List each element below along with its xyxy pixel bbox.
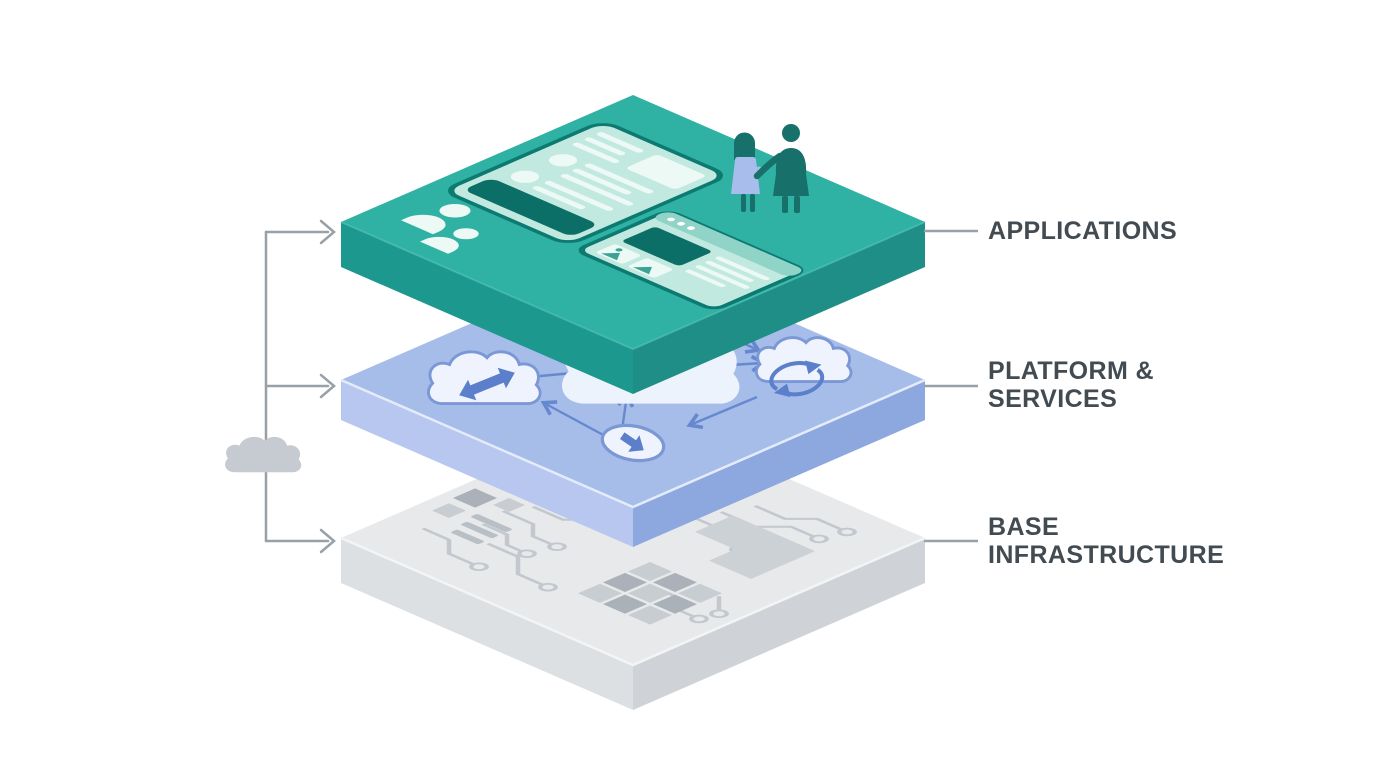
user-group-icon [401, 203, 479, 254]
label-connector-lines [924, 229, 978, 543]
label-line: BASE [988, 513, 1060, 541]
cloud-icon [225, 436, 302, 473]
label-line: APPLICATIONS [988, 217, 1178, 245]
woman-figure [731, 132, 763, 212]
label-line: INFRASTRUCTURE [988, 541, 1225, 569]
label-platform-services: PLATFORM & SERVICES [988, 357, 1154, 413]
arrow-head-icon [319, 373, 336, 399]
left-bracket-connector [264, 219, 336, 554]
label-applications: APPLICATIONS [988, 217, 1177, 245]
cloud-sync-icon [754, 336, 853, 398]
label-base-infrastructure: BASE INFRASTRUCTURE [988, 513, 1224, 569]
man-figure [753, 124, 809, 213]
arrow-head-icon [319, 219, 336, 245]
app-window-icon [448, 123, 723, 243]
browser-window-icon [578, 211, 804, 310]
arrow-head-icon [319, 528, 336, 554]
chip-icon [695, 515, 815, 579]
cloud-transfer-icon [426, 350, 542, 406]
layer-applications-slab [340, 95, 926, 394]
label-line: SERVICES [988, 385, 1118, 413]
label-line: PLATFORM & [988, 357, 1155, 385]
download-circle-icon [600, 423, 666, 463]
